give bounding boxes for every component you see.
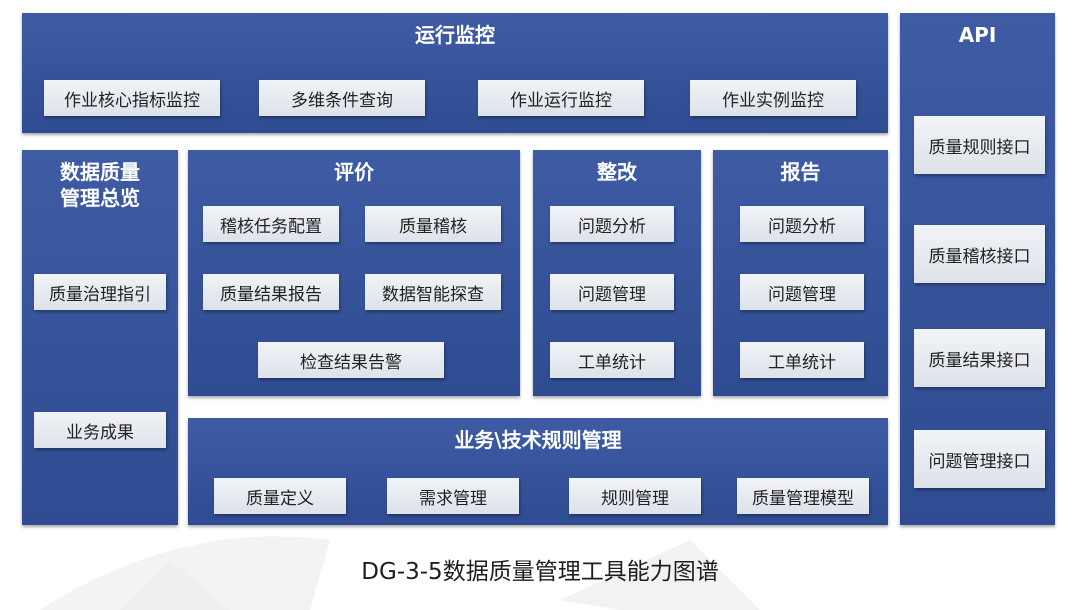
report-title: 报告 [780,160,821,184]
quality-rule-interface[interactable]: 质量规则接口 [914,116,1045,174]
evaluation-panel: 评价 稽核任务配置 质量稽核 质量结果报告 数据智能探查 检查结果告警 [188,150,520,396]
job-core-metrics-monitor[interactable]: 作业核心指标监控 [44,80,220,116]
overview-title-line2: 管理总览 [60,186,140,210]
quality-overview-panel: 数据质量 管理总览 质量治理指引 业务成果 [22,150,178,525]
runtime-monitoring-panel: 运行监控 作业核心指标监控 多维条件查询 作业运行监控 作业实例监控 [22,13,888,133]
rectification-title: 整改 [597,160,637,184]
quality-governance-guide[interactable]: 质量治理指引 [34,274,166,310]
quality-management-model[interactable]: 质量管理模型 [737,478,869,514]
report-issue-analysis[interactable]: 问题分析 [740,206,864,242]
requirement-management[interactable]: 需求管理 [387,478,519,514]
multi-condition-query[interactable]: 多维条件查询 [259,80,425,116]
figure-caption: DG-3-5数据质量管理工具能力图谱 [361,559,719,585]
overview-title-line1: 数据质量 [60,160,140,184]
business-results[interactable]: 业务成果 [34,412,166,448]
data-intelligent-probe[interactable]: 数据智能探查 [365,274,501,310]
job-instance-monitor[interactable]: 作业实例监控 [690,80,856,116]
rules-management-title: 业务\技术规则管理 [454,428,622,452]
rectify-issue-management[interactable]: 问题管理 [550,274,674,310]
check-result-alert[interactable]: 检查结果告警 [258,342,444,378]
report-ticket-statistics[interactable]: 工单统计 [740,342,864,378]
rules-management-panel: 业务\技术规则管理 质量定义 需求管理 规则管理 质量管理模型 [188,418,888,525]
quality-result-report[interactable]: 质量结果报告 [203,274,339,310]
issue-management-interface[interactable]: 问题管理接口 [914,430,1045,488]
evaluation-title: 评价 [334,160,374,184]
api-panel: API 质量规则接口 质量稽核接口 质量结果接口 问题管理接口 [900,13,1055,525]
audit-task-config[interactable]: 稽核任务配置 [203,206,339,242]
report-panel: 报告 问题分析 问题管理 工单统计 [713,150,888,396]
report-issue-management[interactable]: 问题管理 [740,274,864,310]
quality-audit-interface[interactable]: 质量稽核接口 [914,225,1045,283]
api-title: API [958,23,997,47]
quality-result-interface[interactable]: 质量结果接口 [914,329,1045,387]
quality-definition[interactable]: 质量定义 [214,478,346,514]
rectification-panel: 整改 问题分析 问题管理 工单统计 [533,150,701,396]
job-run-monitor[interactable]: 作业运行监控 [478,80,644,116]
quality-audit[interactable]: 质量稽核 [365,206,501,242]
rectify-ticket-statistics[interactable]: 工单统计 [550,342,674,378]
rectify-issue-analysis[interactable]: 问题分析 [550,206,674,242]
runtime-monitoring-title: 运行监控 [415,23,495,47]
rule-management[interactable]: 规则管理 [569,478,701,514]
